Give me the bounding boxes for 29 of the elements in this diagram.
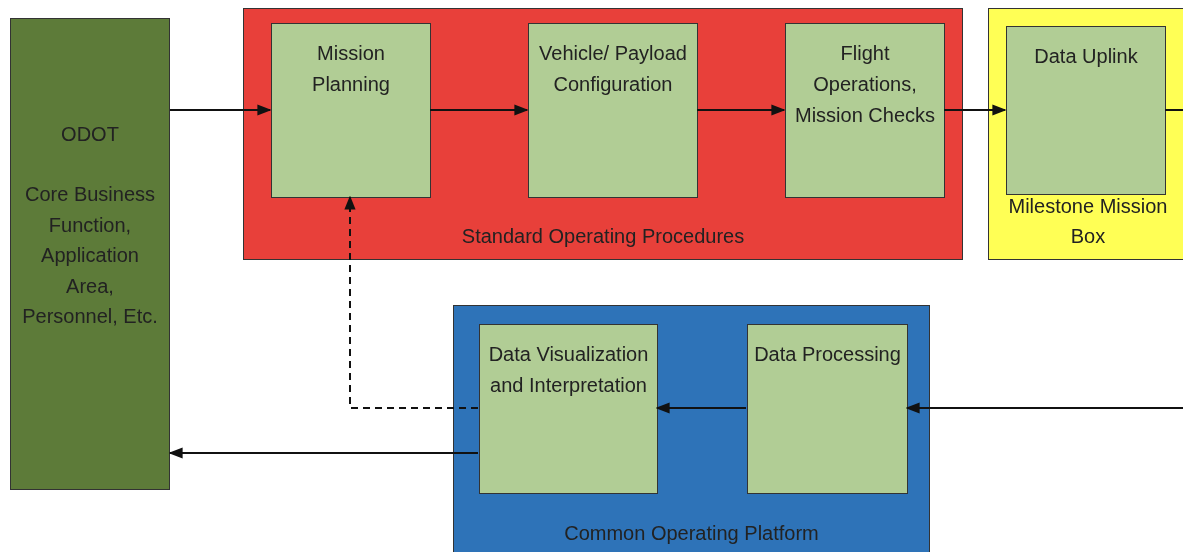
arrow	[655, 402, 747, 414]
process-label: Vehicle/ Payload Configuration	[538, 41, 688, 97]
process-label: Data Uplink	[1034, 44, 1138, 69]
process-box	[747, 324, 908, 494]
arrow	[169, 104, 272, 116]
procedure-band	[243, 8, 963, 260]
process-label: Data Processing	[754, 342, 901, 367]
process-label: Data Visualization and Interpretation	[487, 342, 650, 398]
band-label: Standard Operating Procedures	[461, 224, 745, 249]
arrow	[943, 104, 1007, 116]
band-label: Common Operating Platform	[564, 521, 819, 546]
milestone-band	[988, 8, 1183, 260]
process-box	[271, 23, 431, 198]
process-box	[785, 23, 945, 198]
dashed-arrow	[344, 195, 479, 409]
platform-band	[453, 305, 930, 552]
panel-heading: ODOT	[61, 122, 119, 147]
process-box	[479, 324, 658, 494]
process-box	[1006, 26, 1166, 195]
arrow	[905, 402, 1183, 414]
process-label: Flight Operations, Mission Checks	[793, 41, 936, 128]
band-label: Milestone Mission Box	[1007, 194, 1169, 249]
arrow	[429, 104, 529, 116]
panel-text: Core Business Function, Application Area, Personnel, Etc.	[21, 182, 159, 329]
arrow	[168, 447, 479, 459]
process-box	[528, 23, 698, 198]
function-panel	[10, 18, 170, 490]
process-label: Mission Planning	[311, 41, 391, 97]
arrow	[696, 104, 786, 116]
